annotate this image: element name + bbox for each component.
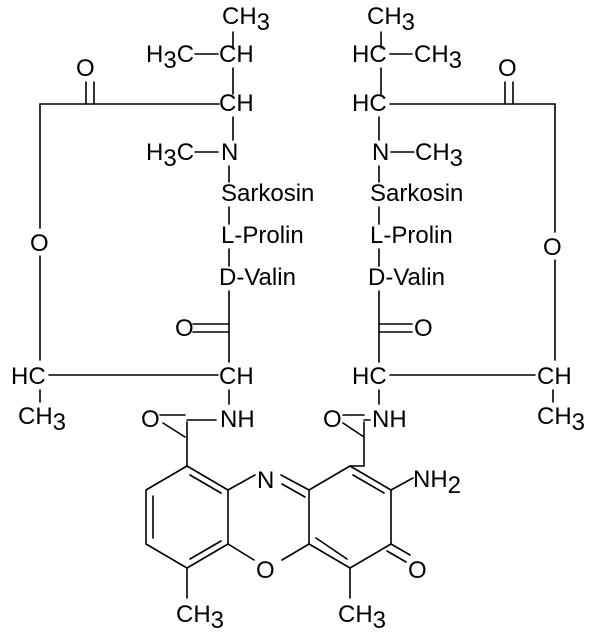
right-n-atom: N [372,139,389,166]
central-ring-o-right [281,543,310,561]
left-benzene-double-c [189,540,222,560]
central-ring-n-left [227,474,256,491]
right-valin: D-Valin [368,264,445,291]
keto-bond-b [386,550,407,563]
left-benzene-double-b [189,474,222,494]
right-ring-o: O [543,234,562,261]
left-carbonyl-o: O [175,315,194,342]
amino-group: NH2 [413,466,461,499]
left-n-methyl: H3C [146,139,194,172]
right-ester-carbonyl-o: O [498,55,517,82]
right-sarkosin: Sarkosin [370,180,463,207]
ring-oxygen: O [256,557,275,584]
left-top-methyl: CH3 [222,3,270,36]
left-bottom-hc: HC [11,363,46,390]
left-amide-nh: NH [220,406,255,433]
left-peptide-chain: CH3 H3C CH CH H3C N Sarkosin L-Prolin D-… [11,3,314,467]
left-sarkosin: Sarkosin [221,180,314,207]
right-quinoid-ring [308,465,392,569]
left-benzene-ring [145,465,229,569]
right-thr-alpha-hc: HC [352,363,387,390]
left-prolin: L-Prolin [221,222,304,249]
central-ring-n-double [281,483,306,498]
right-bottom-ch: CH [537,363,572,390]
left-amide-co-bond-b [162,422,186,438]
right-branch-hc: HC [352,41,387,68]
right-n-methyl: CH3 [415,139,463,172]
left-branch-ch: CH [219,41,254,68]
left-amide-o: O [141,406,160,433]
right-ring-double-b [315,537,348,560]
keto-bond-a [390,543,411,556]
right-branch-methyl: CH3 [414,41,462,74]
central-ring-n-right [280,474,310,491]
left-h3c-group: H3C [146,41,194,74]
left-bottom-methyl: CH3 [18,403,66,436]
right-prolin: L-Prolin [370,222,453,249]
ring-nitrogen: N [257,467,274,494]
right-carbonyl-o: O [414,315,433,342]
right-amide-o: O [323,406,342,433]
right-amide-co-bond-b [342,422,365,438]
phenoxazinone-chromophore: N O NH2 O CH3 CH3 [145,465,461,634]
nh2-bond [390,477,414,491]
central-ring-o-left [227,543,255,561]
left-ring-o: O [30,230,49,257]
left-thr-alpha-ch: CH [219,363,254,390]
left-ester-carbonyl-o: O [76,55,95,82]
right-ring-double-a [352,474,385,494]
right-alpha-hc: HC [352,90,387,117]
right-top-methyl: CH3 [367,3,415,36]
left-n-atom: N [221,139,238,166]
right-bottom-methyl: CH3 [537,403,585,436]
right-peptide-chain: CH3 HC CH3 HC N CH3 Sarkosin L-Prolin D-… [323,3,585,467]
right-amide-nh: NH [372,406,407,433]
left-valin: D-Valin [219,264,296,291]
left-ring-methyl: CH3 [176,601,224,634]
keto-oxygen: O [408,557,427,584]
right-ring-methyl: CH3 [338,601,386,634]
left-alpha-ch: CH [219,90,254,117]
